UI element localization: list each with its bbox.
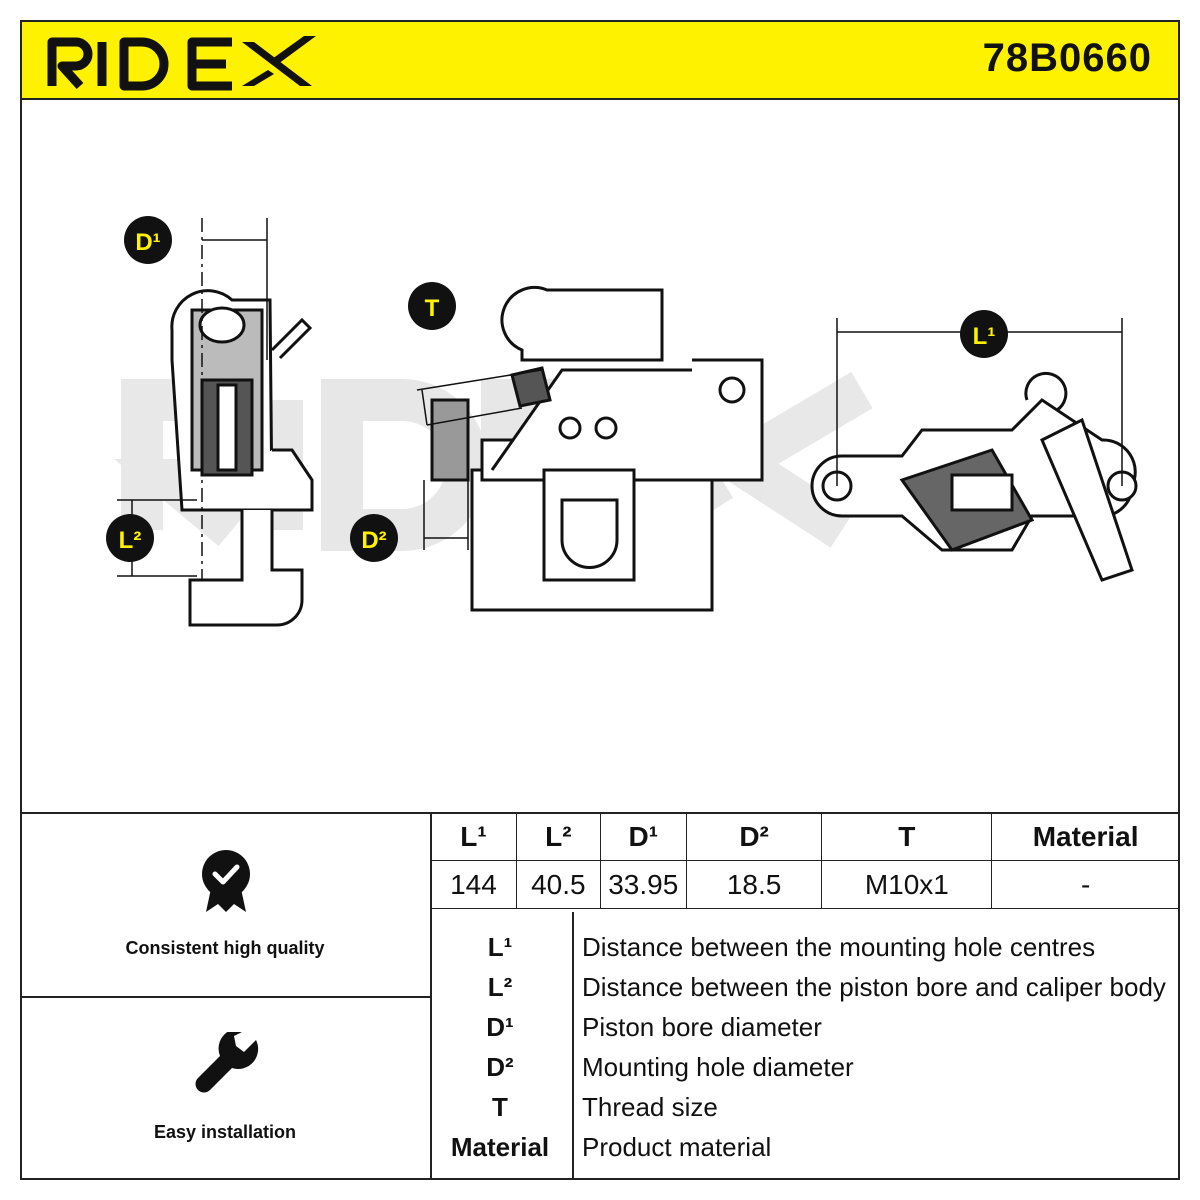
legend-symbol: D² — [486, 1052, 514, 1082]
spec-value-l2: 40.5 — [515, 860, 601, 909]
feature-installation-label: Easy installation — [153, 1122, 297, 1142]
badge-l1-text: L¹ — [973, 323, 996, 350]
badge-l1: L¹ — [960, 310, 1008, 358]
spec-value-d2: 18.5 — [685, 860, 823, 909]
legend-description: Product material — [582, 1132, 772, 1162]
spec-table-value-row: 144 40.5 33.95 18.5 M10x1 - — [430, 860, 1180, 909]
badge-l2-text: L² — [119, 527, 142, 554]
legend-symbol: L¹ — [487, 932, 513, 962]
feature-quality-label: Consistent high quality — [125, 938, 325, 958]
part-number: 78B0660 — [982, 36, 1152, 80]
legend-description: Piston bore diameter — [582, 1012, 822, 1042]
spec-table-header-row: L¹ L² D¹ D² T Material — [430, 812, 1180, 861]
quality-badge-icon — [202, 850, 250, 912]
wrench-icon — [195, 1032, 259, 1093]
legend-description: Mounting hole diameter — [582, 1052, 854, 1082]
legend-description: Thread size — [582, 1092, 718, 1122]
legend-symbol: D¹ — [486, 1012, 514, 1042]
spec-header-d2: D² — [685, 812, 823, 861]
legend-row: D¹ Piston bore diameter — [430, 1007, 1180, 1047]
feature-installation: Easy installation — [20, 998, 430, 1180]
badge-l2: L² — [106, 514, 154, 562]
spec-header-t: T — [821, 812, 993, 861]
brand-logo — [46, 28, 316, 97]
spec-value-l1: 144 — [430, 860, 517, 909]
spec-header-material: Material — [991, 812, 1180, 861]
legend-row: Material Product material — [430, 1127, 1180, 1167]
info-section: Consistent high quality Easy installatio… — [20, 812, 1180, 1180]
legend-row: D² Mounting hole diameter — [430, 1047, 1180, 1087]
badge-d2: D² — [350, 514, 398, 562]
legend-row: L² Distance between the piston bore and … — [430, 967, 1180, 1007]
technical-drawing: D¹ T L² D² L¹ — [22, 100, 1178, 812]
legend-row: L¹ Distance between the mounting hole ce… — [430, 927, 1180, 967]
spec-header-l2: L² — [515, 812, 601, 861]
spec-header-d1: D¹ — [599, 812, 687, 861]
caliper-side-view — [117, 218, 314, 627]
legend-description: Distance between the mounting hole centr… — [582, 932, 1096, 962]
spec-table: L¹ L² D¹ D² T Material 144 40.5 33.95 18… — [430, 812, 1180, 909]
spec-value-material: - — [991, 860, 1180, 909]
spec-value-d1: 33.95 — [599, 860, 687, 909]
badge-t: T — [408, 282, 456, 330]
legend-row: T Thread size — [430, 1087, 1180, 1127]
badge-d1: D¹ — [124, 216, 172, 264]
spec-header-l1: L¹ — [430, 812, 517, 861]
legend-symbol: Material — [450, 1132, 550, 1162]
badge-d2-text: D² — [361, 527, 386, 554]
legend-description: Distance between the piston bore and cal… — [582, 972, 1166, 1002]
caliper-top-view — [810, 318, 1138, 582]
header-bar: 78B0660 — [20, 20, 1180, 100]
badge-t-text: T — [425, 295, 440, 322]
badge-d1-text: D¹ — [135, 229, 160, 256]
caliper-front-view — [416, 286, 764, 612]
feature-quality: Consistent high quality — [20, 812, 430, 996]
legend-symbol: T — [492, 1092, 508, 1122]
spec-value-t: M10x1 — [821, 860, 993, 909]
legend-symbol: L² — [487, 972, 513, 1002]
legend: L¹ Distance between the mounting hole ce… — [430, 912, 1180, 1180]
